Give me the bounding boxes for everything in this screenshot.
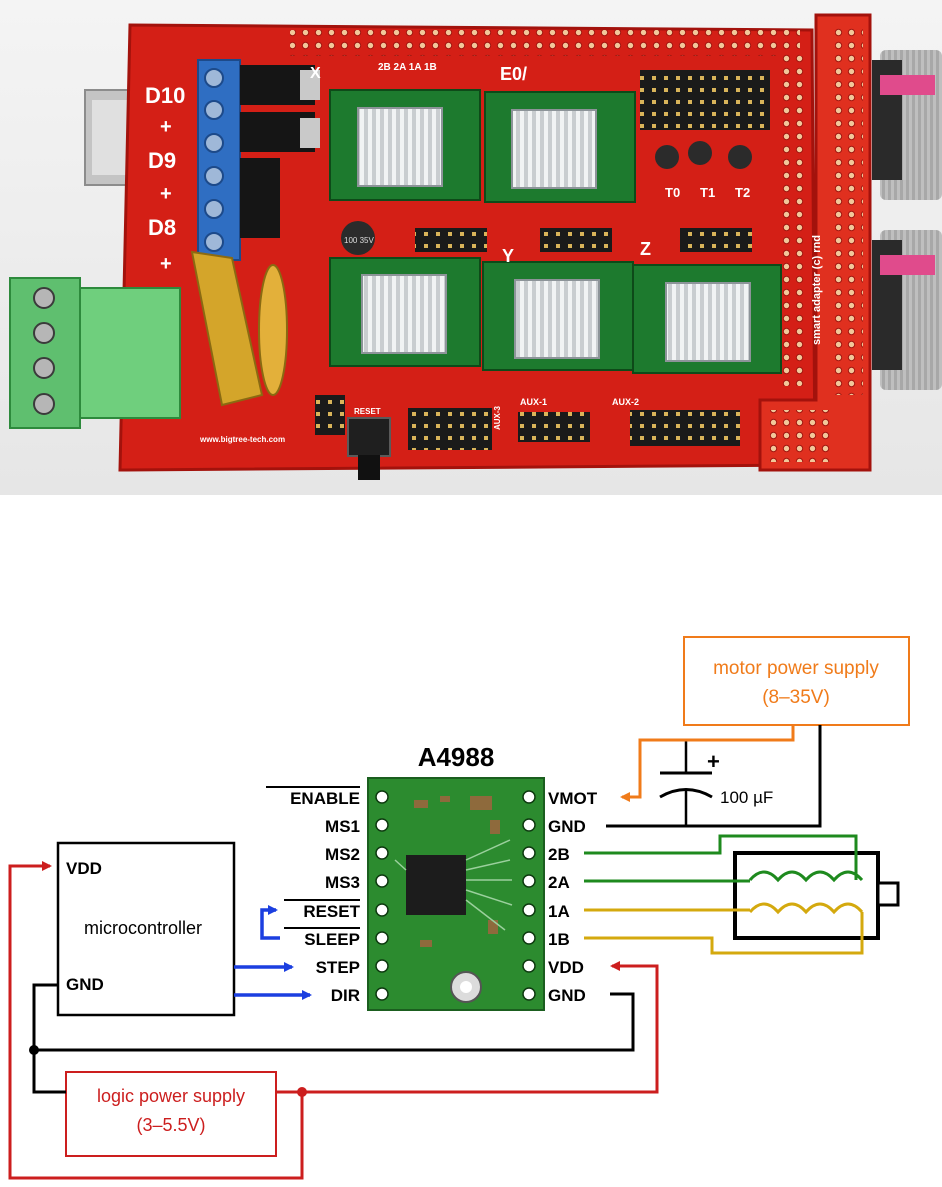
- label-z: Z: [640, 239, 651, 259]
- motor-supply-line1: motor power supply: [713, 658, 879, 679]
- pin-enable: ENABLE: [290, 789, 360, 808]
- pin-gnd-logic: GND: [548, 986, 586, 1005]
- microcontroller-block: VDD microcontroller GND: [56, 841, 236, 1017]
- stepper-driver-y: [329, 257, 481, 367]
- mcu-vdd-label: VDD: [66, 859, 102, 878]
- junction-vdd: [297, 1087, 307, 1097]
- a4988-board: [367, 777, 545, 1011]
- capacitor-value: 100 µF: [720, 788, 773, 807]
- capacitor-100uf: + 100 µF: [659, 740, 773, 826]
- wire-gnd-mcu: [32, 983, 66, 1094]
- mcu-gnd-label: GND: [66, 975, 104, 994]
- label-aux1: AUX-1: [520, 397, 547, 407]
- motor-supply-line2: (8–35V): [762, 687, 830, 708]
- label-website: www.bigtree-tech.com: [199, 435, 285, 444]
- label-t2: T2: [735, 185, 750, 200]
- adapter-label: smart adapter (c) rnd: [811, 235, 823, 345]
- label-y: Y: [502, 246, 514, 266]
- mcu-label: microcontroller: [84, 918, 202, 938]
- label-e0: E0/: [500, 64, 527, 84]
- wire-motor-gnd: [606, 725, 822, 828]
- pin-vmot: VMOT: [548, 789, 598, 808]
- stepper-motor: [733, 851, 900, 940]
- wire-gnd-driver: [34, 992, 635, 1052]
- pin-dir: DIR: [331, 986, 360, 1005]
- label-plus-2: +: [160, 183, 172, 205]
- capacitor-label: 100 35V: [344, 236, 374, 245]
- logic-power-supply: logic power supply (3–5.5V): [65, 1071, 277, 1157]
- chip-title: A4988: [418, 742, 495, 772]
- pin-1a: 1A: [548, 902, 570, 921]
- wire-reset-sleep: [260, 905, 280, 940]
- logic-supply-line2: (3–5.5V): [136, 1115, 205, 1135]
- junction-gnd: [29, 1045, 39, 1055]
- pin-ms3: MS3: [325, 873, 360, 892]
- ramps-board-photo: smart adapter (c) rnd D10 + D9 + D8 + 10…: [0, 0, 942, 495]
- pin-2a: 2A: [548, 873, 570, 892]
- pin-gnd-motor: GND: [548, 817, 586, 836]
- wire-vdd-mcu: [8, 861, 304, 1180]
- wire-vdd-driver: [302, 961, 659, 1094]
- wire-2b: [584, 834, 858, 880]
- label-d8: D8: [148, 215, 176, 240]
- pin-vdd-logic: VDD: [548, 958, 584, 977]
- label-t1: T1: [700, 185, 715, 200]
- wire-1b: [584, 912, 864, 955]
- label-t0: T0: [665, 185, 680, 200]
- motor-power-supply: motor power supply (8–35V): [683, 636, 910, 726]
- left-pin-labels: ENABLE MS1 MS2 MS3 RESET SLEEP STEP DIR: [266, 786, 361, 1005]
- pin-reset: RESET: [303, 902, 360, 921]
- stepper-driver-z: [482, 261, 634, 371]
- stepper-driver-e0: [484, 91, 636, 203]
- label-d9: D9: [148, 148, 176, 173]
- logic-supply-line1: logic power supply: [97, 1086, 245, 1106]
- label-d10: D10: [145, 83, 185, 108]
- pin-ms2: MS2: [325, 845, 360, 864]
- label-reset: RESET: [354, 407, 381, 416]
- label-aux3: AUX-3: [493, 405, 502, 430]
- label-pin-row: 2B 2A 1A 1B: [378, 62, 437, 73]
- stepper-driver-e1: [632, 264, 782, 374]
- pin-sleep: SLEEP: [304, 930, 360, 949]
- pin-1b: 1B: [548, 930, 570, 949]
- label-plus-1: +: [160, 116, 172, 138]
- capacitor-plus: +: [707, 749, 720, 774]
- stepper-driver-x: [329, 89, 481, 201]
- pin-step: STEP: [316, 958, 360, 977]
- right-pin-labels: VMOT GND 2B 2A 1A 1B VDD GND: [548, 789, 598, 1005]
- label-aux2: AUX-2: [612, 397, 639, 407]
- pin-ms1: MS1: [325, 817, 360, 836]
- pin-2b: 2B: [548, 845, 570, 864]
- label-x: X: [310, 65, 321, 82]
- wire-vmot: [620, 725, 795, 802]
- a4988-wiring-diagram: motor power supply (8–35V) A4988 ENABLE: [0, 495, 942, 1182]
- label-plus-3: +: [160, 253, 172, 275]
